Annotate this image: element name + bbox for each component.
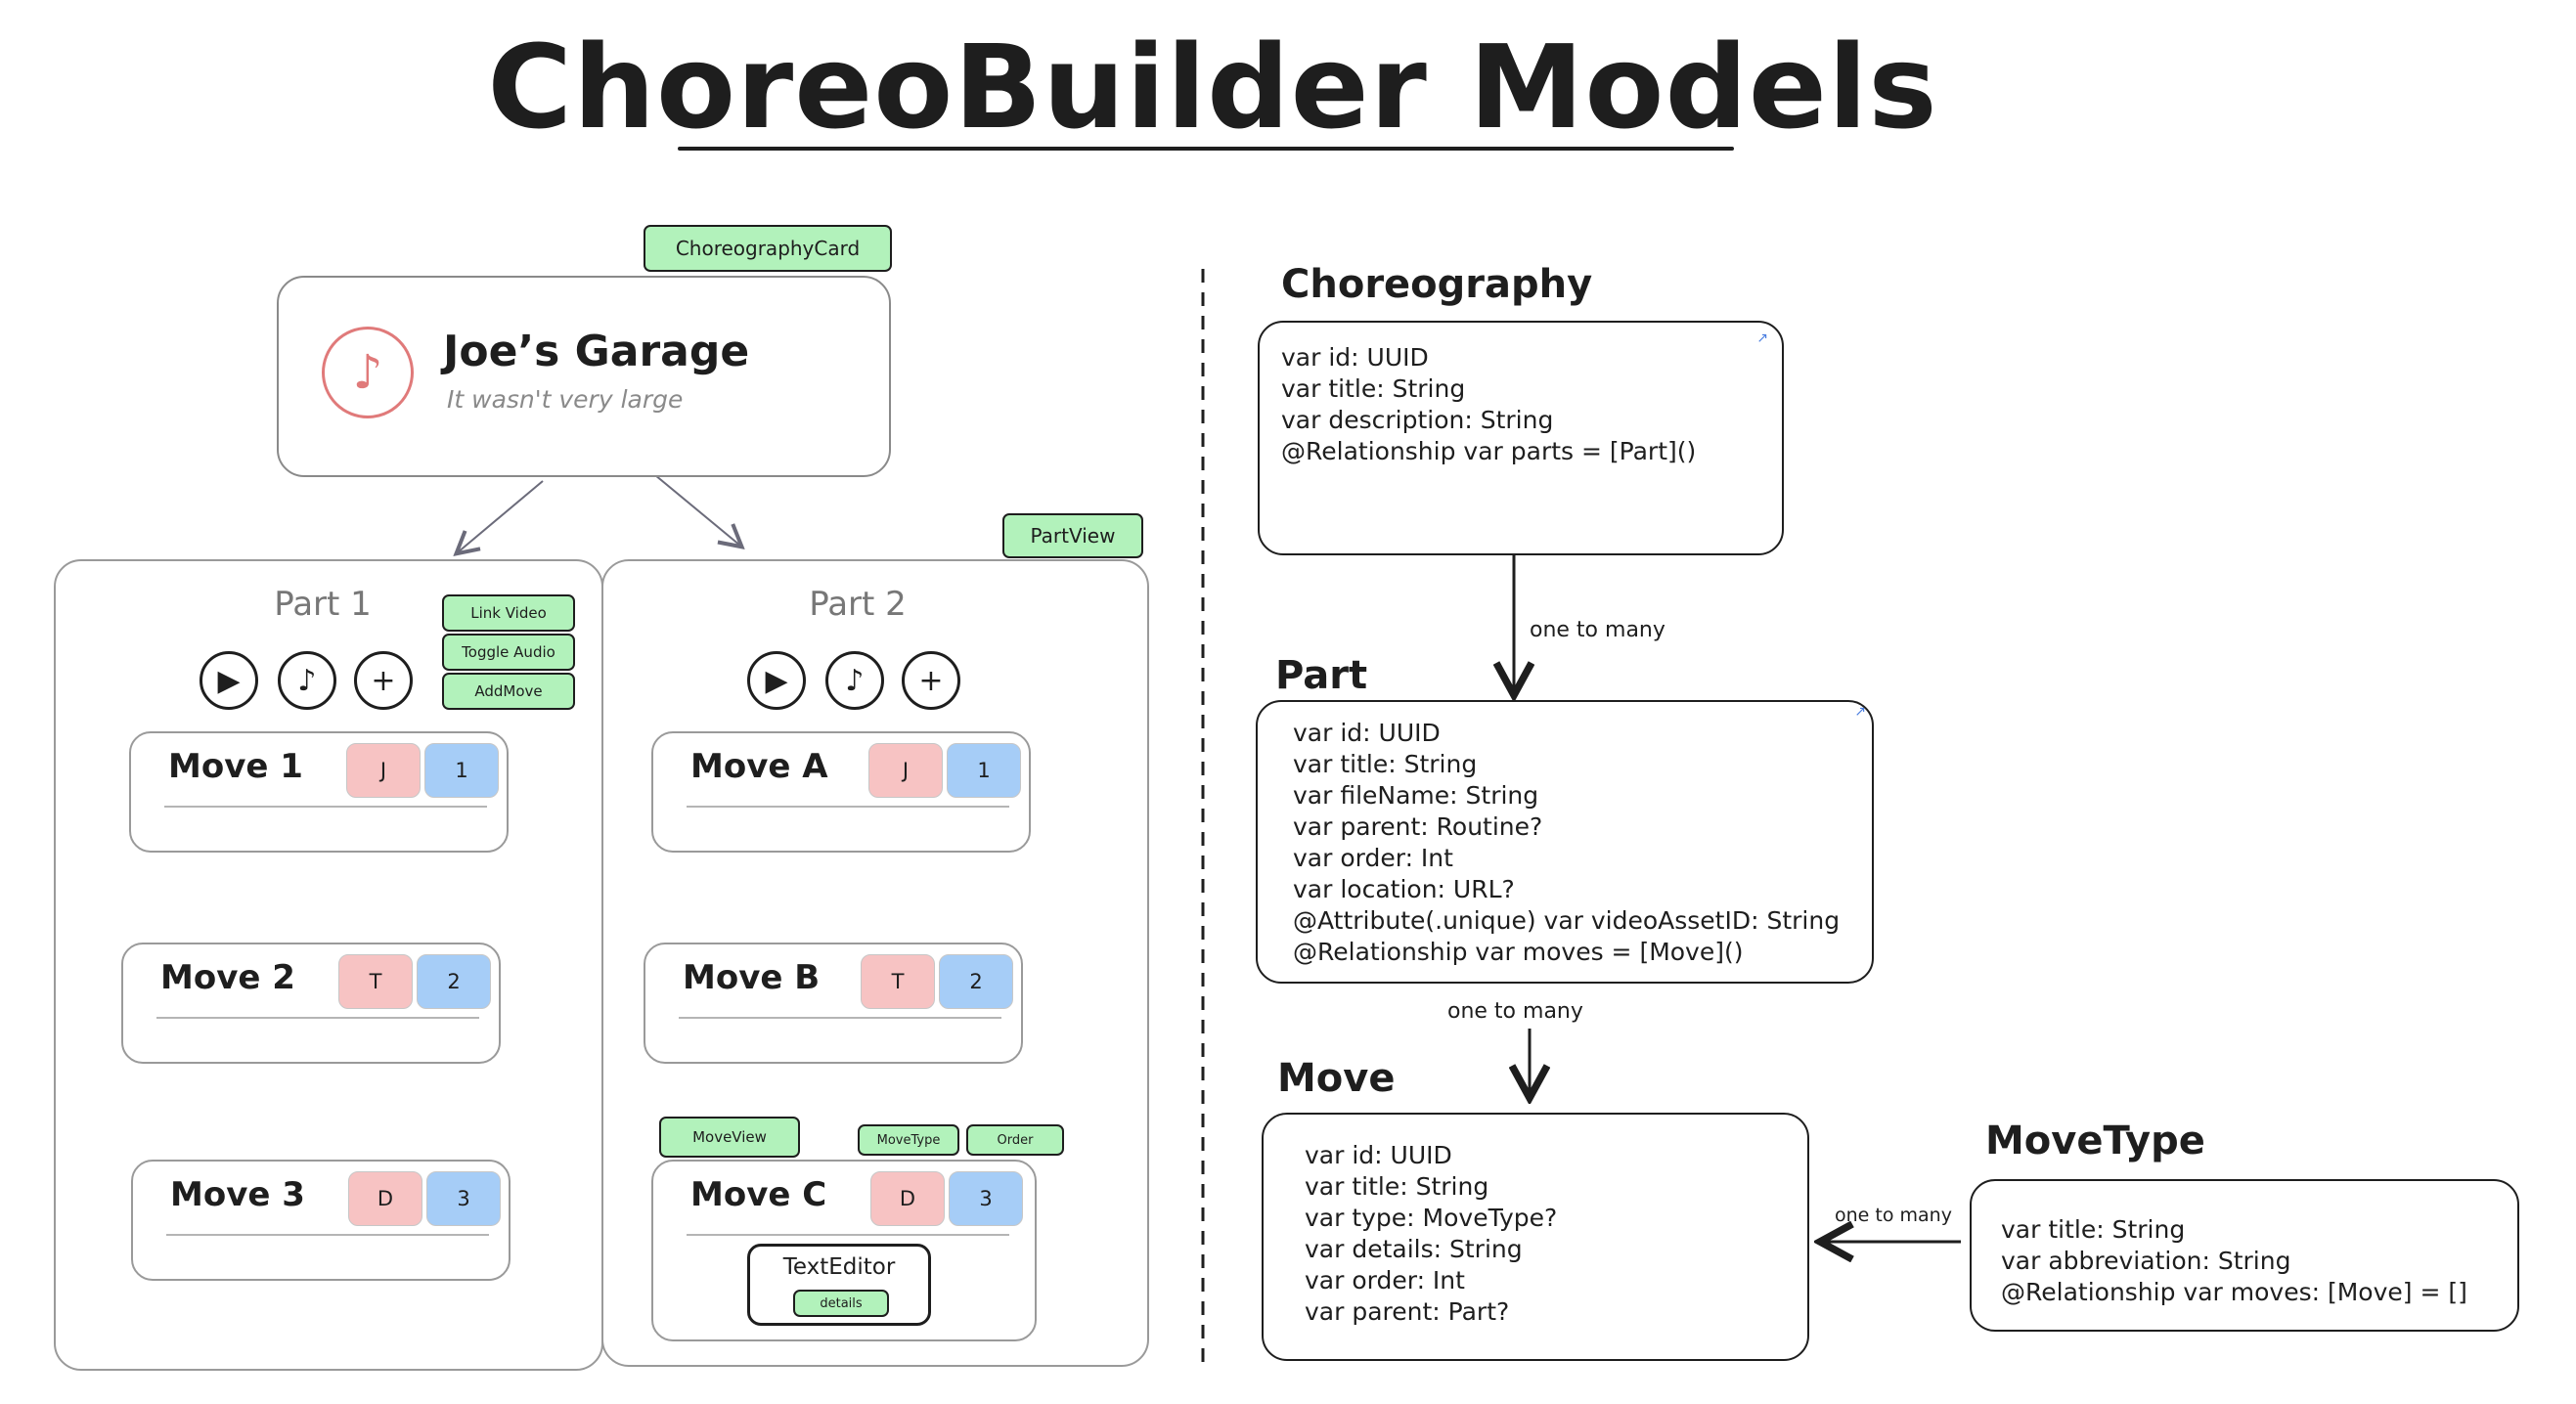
details-tag: details (793, 1290, 889, 1317)
field: var title: String (2001, 1215, 2186, 1244)
text-line (687, 1234, 1009, 1236)
model-title-choreography: Choreography (1281, 262, 1593, 307)
music-note-icon: ♪ (322, 327, 414, 418)
title-underline (678, 147, 1734, 151)
field: var location: URL? (1293, 875, 1515, 903)
field: var order: Int (1293, 844, 1453, 872)
external-link-icon[interactable]: ↗ (1756, 330, 1768, 346)
field: @Attribute(.unique) var videoAssetID: St… (1293, 906, 1841, 935)
field: var id: UUID (1305, 1141, 1452, 1169)
model-box-part: ↗ var id: UUID var title: String var fil… (1256, 700, 1874, 984)
field: var id: UUID (1281, 343, 1429, 372)
field: var parent: Routine? (1293, 812, 1543, 841)
move-order-chip: 1 (947, 743, 1021, 798)
move-title: Move 3 (170, 1175, 305, 1214)
partview-tag: PartView (1002, 513, 1143, 558)
play-icon[interactable]: ▶ (200, 651, 258, 710)
move-type-chip: T (861, 954, 935, 1009)
move-order-chip: 1 (424, 743, 499, 798)
card-title: Joe’s Garage (443, 327, 750, 376)
plus-icon[interactable]: + (354, 651, 413, 710)
part-title: Part 1 (274, 585, 372, 624)
choreography-card[interactable]: ♪ Joe’s Garage It wasn't very large (277, 276, 891, 477)
model-title-move: Move (1277, 1056, 1396, 1101)
field: var details: String (1305, 1235, 1523, 1263)
move-title: Move 2 (160, 958, 295, 997)
play-icon[interactable]: ▶ (747, 651, 806, 710)
move-order-chip: 3 (949, 1171, 1023, 1226)
move-type-chip: J (868, 743, 943, 798)
text-line (679, 1017, 1001, 1019)
text-line (166, 1234, 489, 1236)
music-note-icon[interactable]: ♪ (278, 651, 336, 710)
move-view[interactable]: Move 1 J 1 (129, 731, 509, 853)
field: var fileName: String (1293, 781, 1539, 810)
move-type-chip: D (870, 1171, 945, 1226)
relation-label: one to many (1530, 618, 1666, 642)
move-order-chip: 2 (939, 954, 1013, 1009)
text-line (687, 806, 1009, 808)
plus-icon[interactable]: + (902, 651, 960, 710)
field: var parent: Part? (1305, 1297, 1510, 1326)
music-note-icon[interactable]: ♪ (825, 651, 884, 710)
field-list: var id: UUID var title: String var descr… (1281, 342, 1696, 467)
move-title: Move C (690, 1175, 827, 1214)
field: var abbreviation: String (2001, 1247, 2291, 1275)
order-tag: Order (966, 1124, 1064, 1156)
field: var title: String (1305, 1172, 1489, 1201)
field: var description: String (1281, 406, 1554, 434)
field: var title: String (1281, 374, 1466, 403)
relation-label: one to many (1835, 1205, 1952, 1226)
text-line (156, 1017, 479, 1019)
model-box-choreography: ↗ var id: UUID var title: String var des… (1258, 321, 1784, 555)
external-link-icon[interactable]: ↗ (1854, 704, 1866, 720)
model-title-part: Part (1275, 653, 1368, 698)
model-box-move: var id: UUID var title: String var type:… (1262, 1113, 1809, 1361)
model-title-movetype: MoveType (1985, 1119, 2205, 1163)
move-view-expanded[interactable]: Move C D 3 TextEditor details (651, 1160, 1037, 1341)
field: var title: String (1293, 750, 1478, 778)
field-list: var title: String var abbreviation: Stri… (2001, 1214, 2467, 1308)
choreography-card-tag: ChoreographyCard (644, 225, 892, 272)
field-list: var id: UUID var title: String var type:… (1305, 1140, 1557, 1328)
field: var type: MoveType? (1305, 1204, 1558, 1232)
movetype-tag: MoveType (858, 1124, 959, 1156)
field: var id: UUID (1293, 719, 1441, 747)
field-list: var id: UUID var title: String var fileN… (1293, 718, 1840, 968)
move-title: Move B (683, 958, 821, 997)
move-order-chip: 2 (417, 954, 491, 1009)
field: @Relationship var moves = [Move]() (1293, 938, 1744, 966)
toggle-audio-button[interactable]: Toggle Audio (442, 634, 575, 671)
page-title: ChoreoBuilder Models (487, 20, 1938, 154)
move-view[interactable]: Move 3 D 3 (131, 1160, 511, 1281)
move-type-chip: J (346, 743, 421, 798)
text-editor[interactable]: TextEditor details (747, 1244, 931, 1326)
relation-label: one to many (1447, 999, 1583, 1024)
moveview-tag: MoveView (659, 1117, 800, 1158)
move-view[interactable]: Move B T 2 (644, 943, 1023, 1064)
move-type-chip: D (348, 1171, 422, 1226)
text-editor-label: TextEditor (782, 1254, 896, 1280)
link-video-button[interactable]: Link Video (442, 594, 575, 632)
field: @Relationship var parts = [Part]() (1281, 437, 1697, 465)
move-title: Move A (690, 747, 828, 786)
move-title: Move 1 (168, 747, 303, 786)
part-title: Part 2 (809, 585, 907, 624)
card-to-part1-arrow (458, 480, 544, 552)
card-subtitle: It wasn't very large (447, 385, 684, 414)
add-move-button[interactable]: AddMove (442, 673, 575, 710)
card-to-part2-arrow (654, 474, 740, 546)
move-type-chip: T (338, 954, 413, 1009)
move-view[interactable]: Move 2 T 2 (121, 943, 501, 1064)
move-view[interactable]: Move A J 1 (651, 731, 1031, 853)
field: var order: Int (1305, 1266, 1465, 1294)
field: @Relationship var moves: [Move] = [] (2001, 1278, 2467, 1306)
text-line (164, 806, 487, 808)
move-order-chip: 3 (426, 1171, 501, 1226)
model-box-movetype: var title: String var abbreviation: Stri… (1970, 1179, 2519, 1332)
